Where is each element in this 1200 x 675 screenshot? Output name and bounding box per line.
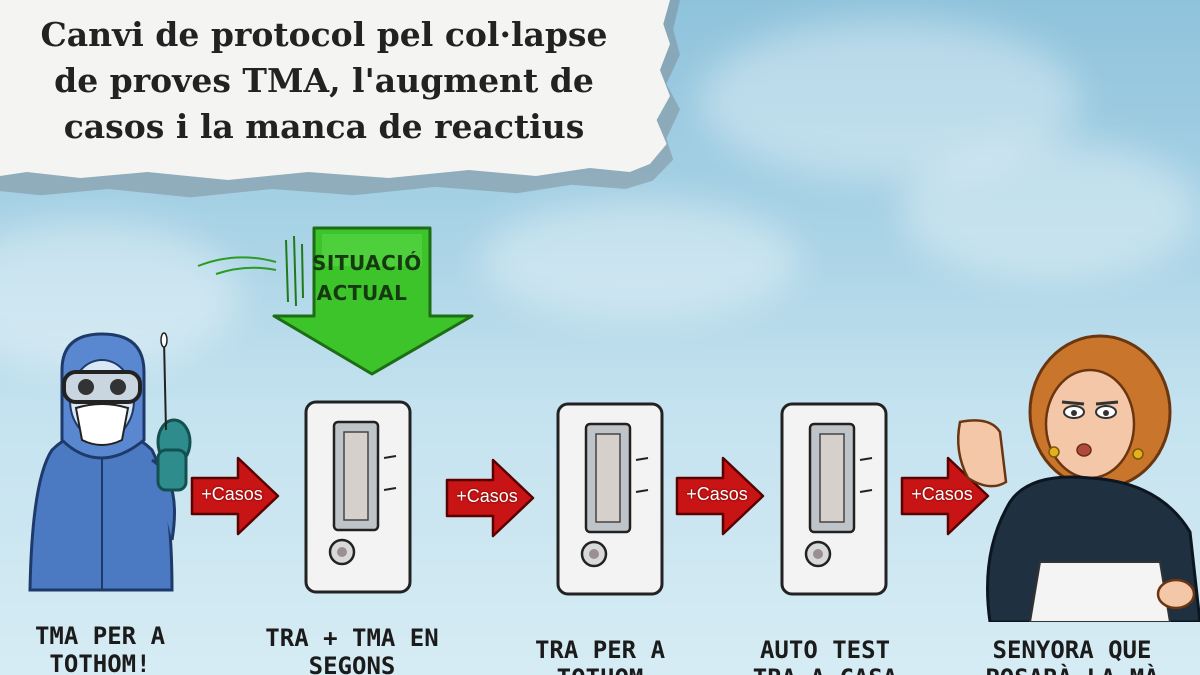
speed-lines — [197, 236, 304, 306]
woman-figure — [957, 334, 1200, 622]
current-situation-label: SITUACIÓ ACTUAL — [312, 251, 422, 305]
caption-tra-plus-tma: TRA + TMA EN SEGONS — [265, 624, 439, 675]
increase-cases-label: +Casos — [201, 484, 263, 504]
test-cassette-3 — [780, 402, 888, 596]
cloud — [900, 140, 1200, 280]
caption-home-self-test: AUTO TEST TRA A CASA — [753, 636, 898, 675]
increase-cases-label: +Casos — [456, 486, 518, 506]
current-situation-arrow — [272, 226, 474, 376]
caption-tma-for-all: TMA PER A TOTHOM! — [34, 622, 166, 675]
increase-cases-arrow-2: +Casos — [445, 458, 545, 538]
test-cassette-1 — [304, 400, 412, 594]
caption-lady-hand: SENYORA QUE POSARÀ LA MÀ — [985, 636, 1158, 675]
increase-cases-arrow-1: +Casos — [190, 456, 290, 536]
health-worker-figure — [28, 332, 192, 592]
test-cassette-2 — [556, 402, 664, 596]
comic-title: Canvi de protocol pel col·lapse de prove… — [40, 15, 608, 146]
caption-tra-for-all: TRA PER A TOTHOM — [534, 636, 666, 675]
increase-cases-arrow-3: +Casos — [675, 456, 775, 536]
cloud — [700, 20, 1080, 180]
increase-cases-label: +Casos — [911, 484, 973, 504]
cloud — [480, 200, 800, 320]
increase-cases-label: +Casos — [686, 484, 748, 504]
title-paper — [0, 0, 670, 180]
